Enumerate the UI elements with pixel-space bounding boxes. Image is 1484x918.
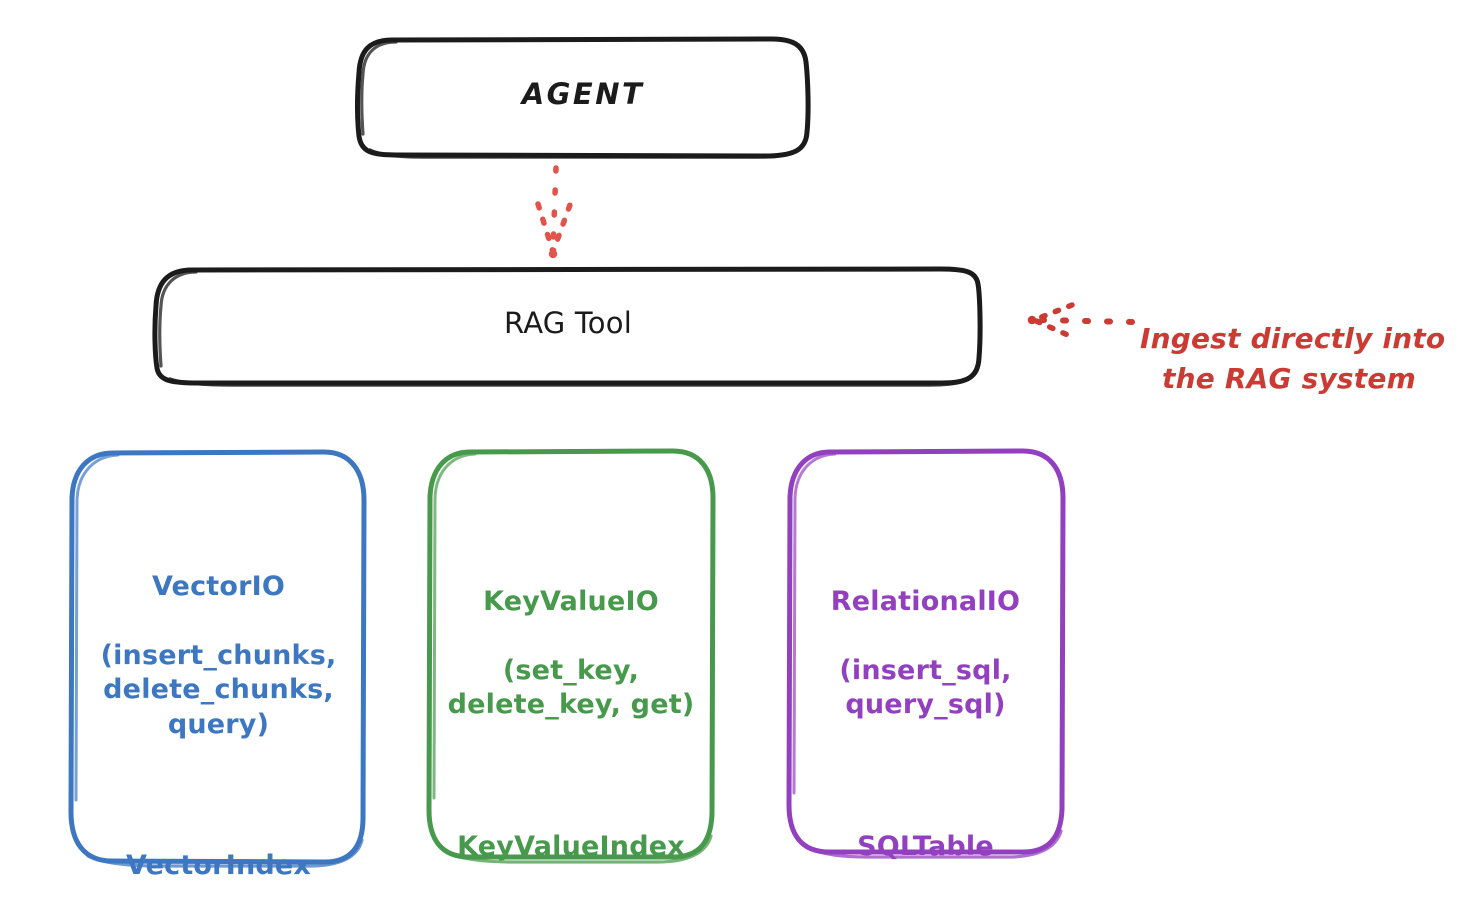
relational-io-box[interactable] bbox=[786, 448, 1066, 859]
key-value-io-box[interactable] bbox=[426, 448, 716, 864]
ingest-arrow bbox=[1027, 302, 1135, 339]
agent-box[interactable] bbox=[355, 36, 811, 159]
agent-to-ragtool-arrow bbox=[535, 165, 574, 259]
vector-io-box[interactable] bbox=[68, 449, 367, 868]
rag-tool-box[interactable] bbox=[152, 266, 983, 387]
